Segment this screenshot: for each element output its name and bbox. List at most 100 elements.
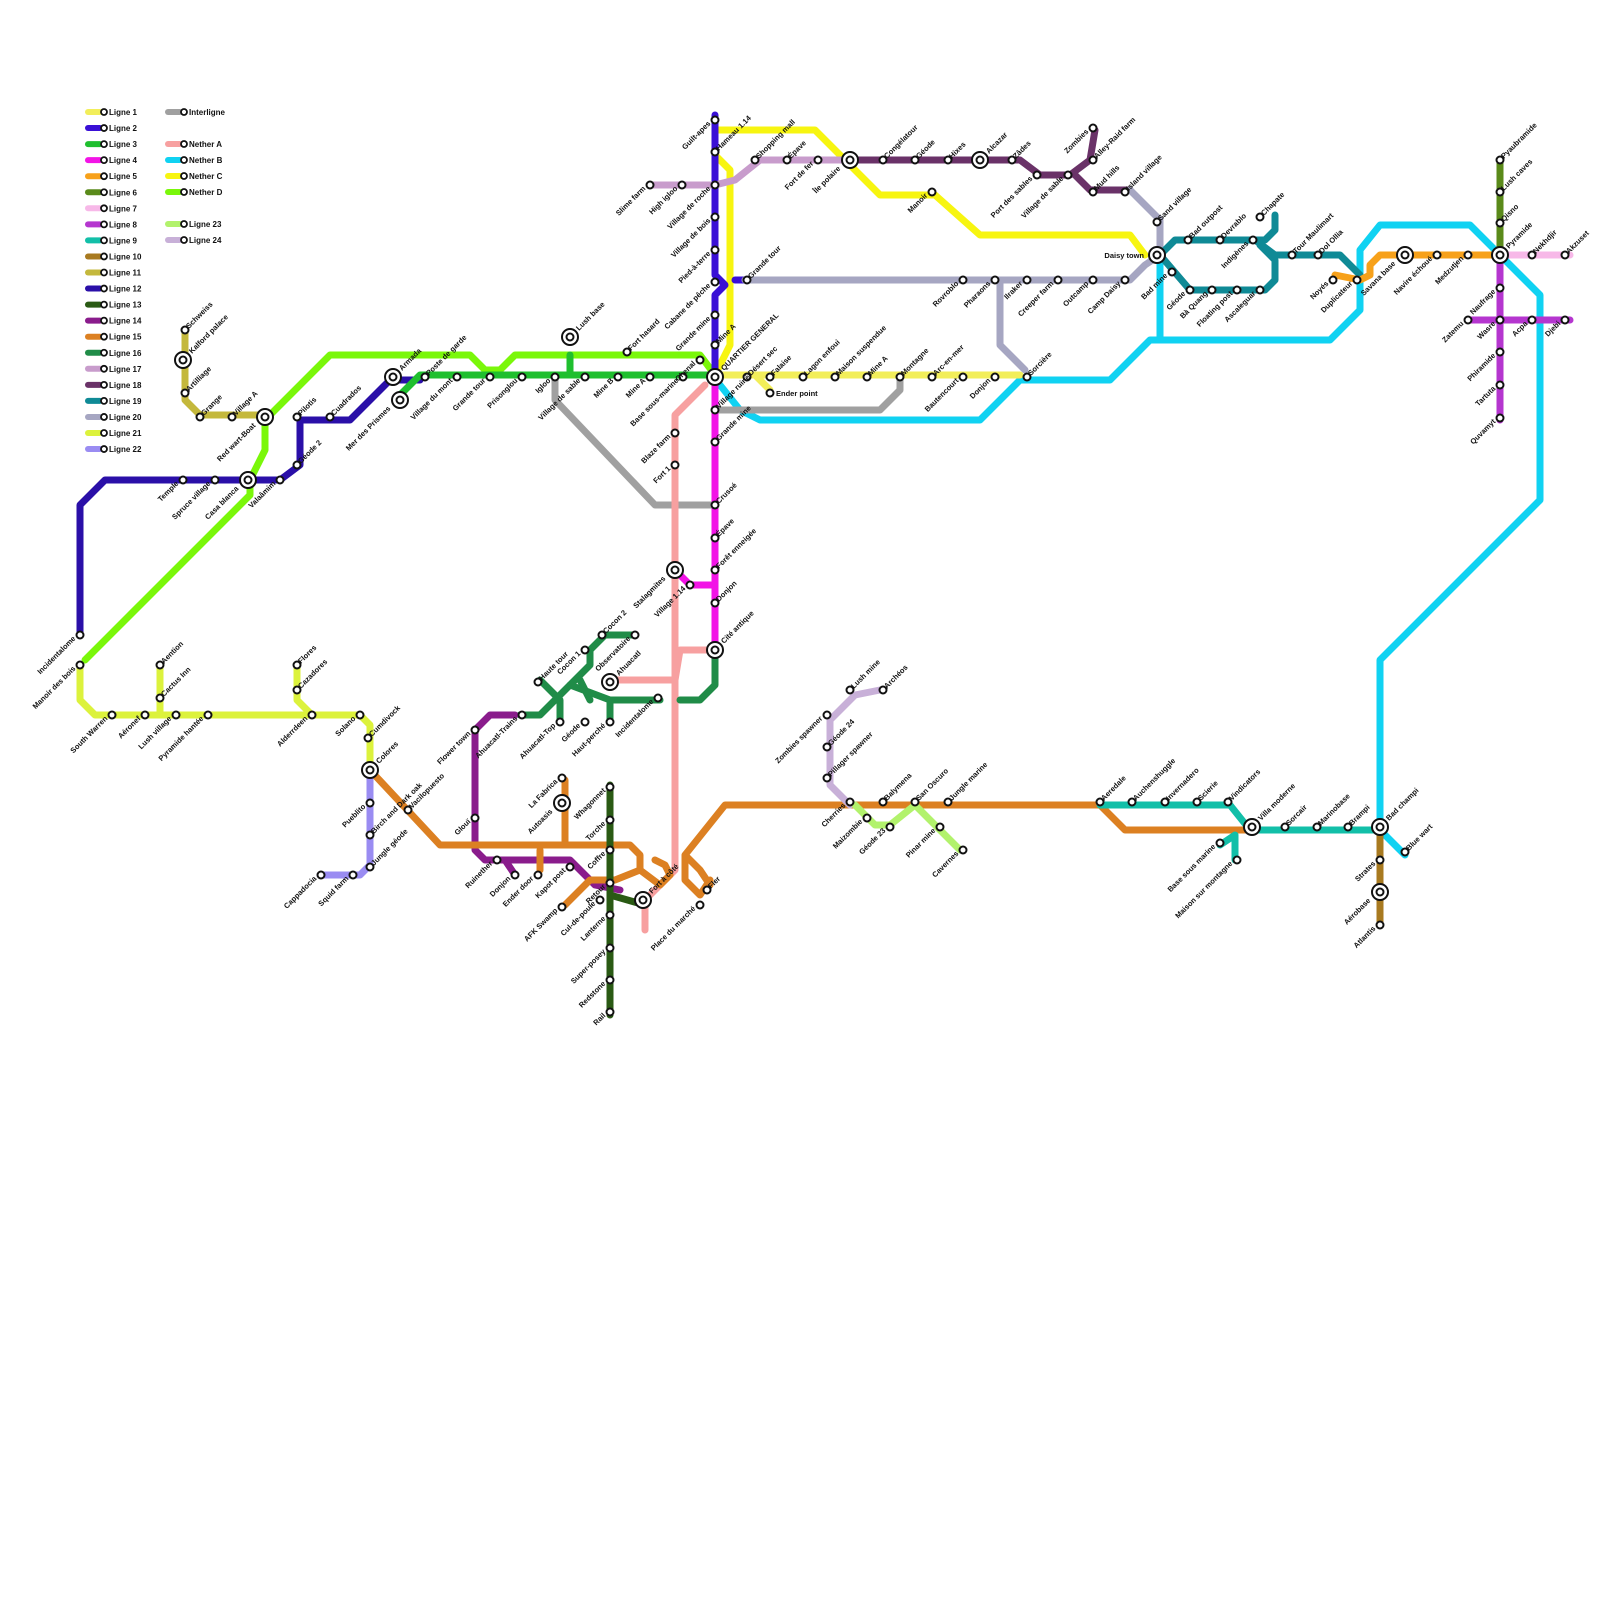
station-aeredale[interactable] [1095, 797, 1105, 807]
station-naufrage[interactable] [1495, 283, 1505, 293]
station-lanterne[interactable] [605, 910, 615, 920]
station-brampi[interactable] [1343, 822, 1353, 832]
station-geode24[interactable] [822, 742, 832, 752]
station-navire-echoue[interactable] [1432, 250, 1442, 260]
station-balymena[interactable] [878, 797, 888, 807]
station-pilotis[interactable] [292, 412, 302, 422]
station-cavernes[interactable] [958, 845, 968, 855]
station-lagon-enfoui[interactable] [798, 372, 808, 382]
station-torche[interactable] [605, 815, 615, 825]
station-cite-antique[interactable] [706, 641, 724, 659]
station-mine-a-e[interactable] [862, 372, 872, 382]
station-shopping-mall[interactable] [750, 155, 760, 165]
station-lush-village[interactable] [171, 710, 181, 720]
station-village-sable-e[interactable] [1063, 170, 1073, 180]
station-ahuacatl-top[interactable] [555, 717, 565, 727]
station-ruinether[interactable] [492, 855, 502, 865]
station-cuadrados[interactable] [325, 412, 335, 422]
station-falaise[interactable] [765, 372, 775, 382]
station-archeos[interactable] [878, 685, 888, 695]
station-montagne[interactable] [895, 372, 905, 382]
station-tartuta[interactable] [1495, 380, 1505, 390]
station-manoir-bois[interactable] [75, 660, 85, 670]
station-valaamim[interactable] [275, 475, 285, 485]
line-16-f[interactable] [676, 646, 719, 704]
station-creeper-farm[interactable] [1053, 275, 1063, 285]
station-pied-terre[interactable] [710, 245, 720, 255]
station-bautencourt[interactable] [958, 372, 968, 382]
station-maison-montagne[interactable] [1232, 855, 1242, 865]
station-pyramide[interactable] [1491, 246, 1509, 264]
station-village-ruine[interactable] [710, 405, 720, 415]
station-geode23[interactable] [885, 822, 895, 832]
line-22[interactable] [316, 766, 374, 879]
station-autoasis[interactable] [553, 794, 571, 812]
station-village-a[interactable] [227, 412, 237, 422]
station-la-fabrica[interactable] [557, 773, 567, 783]
station-red-wart[interactable] [256, 408, 274, 426]
station-pharaons[interactable] [990, 275, 1000, 285]
station-geode-c[interactable] [580, 717, 590, 727]
station-geode-n[interactable] [910, 155, 920, 165]
station-temple[interactable] [178, 475, 188, 485]
station-jungle-marine[interactable] [943, 797, 953, 807]
line-19-b[interactable] [1156, 241, 1279, 294]
line-21[interactable] [76, 661, 374, 774]
station-sorcair[interactable] [1280, 822, 1290, 832]
station-squid-farm[interactable] [348, 870, 358, 880]
station-fort-cote[interactable] [634, 891, 652, 909]
station-maizombie[interactable] [862, 813, 872, 823]
station-ender-point[interactable] [765, 388, 775, 398]
station-tour-maulimart[interactable] [1287, 250, 1297, 260]
station-base-sous-marine-e[interactable] [1215, 838, 1225, 848]
station-ahuacatl-trains[interactable] [517, 710, 527, 720]
station-flower-town[interactable] [470, 725, 480, 735]
station-casa-blanca[interactable] [239, 471, 257, 489]
station-outcamp[interactable] [1088, 275, 1098, 285]
station-cactus-inn[interactable] [155, 693, 165, 703]
station-ender-door[interactable] [533, 870, 543, 880]
station-aerobase[interactable] [1371, 883, 1389, 901]
station-fort1[interactable] [670, 460, 680, 470]
station-crusoe[interactable] [710, 500, 720, 510]
station-pueblito[interactable] [365, 798, 375, 808]
station-schweiss[interactable] [180, 325, 190, 335]
station-arc-en-mer[interactable] [927, 372, 937, 382]
station-pyramide-hantee[interactable] [203, 710, 213, 720]
station-ilraker[interactable] [1022, 275, 1032, 285]
station-camp-daisy[interactable] [1120, 275, 1130, 285]
station-invernadero[interactable] [1160, 797, 1170, 807]
station-artilliage[interactable] [180, 388, 190, 398]
station-aeronef[interactable] [140, 710, 150, 720]
station-grange[interactable] [195, 412, 205, 422]
line-20-b[interactable] [996, 276, 1029, 374]
station-super-posey[interactable] [605, 943, 615, 953]
station-blue-wart[interactable] [1400, 847, 1410, 857]
line-nether-a-2[interactable] [606, 646, 719, 684]
station-duplicateur[interactable] [1352, 275, 1362, 285]
station-villa-moderne[interactable] [1243, 818, 1261, 836]
station-zombies[interactable] [1088, 123, 1098, 133]
station-ascaleguar[interactable] [1255, 285, 1265, 295]
station-cul-de-poule[interactable] [595, 895, 605, 905]
station-donjon-e[interactable] [990, 372, 1000, 382]
station-geode-e[interactable] [1185, 285, 1195, 295]
station-grande-mine-s[interactable] [710, 437, 720, 447]
line-1-b[interactable] [751, 371, 774, 394]
station-afk-swamp[interactable] [557, 902, 567, 912]
station-djebi[interactable] [1560, 315, 1570, 325]
station-cherries[interactable] [845, 797, 855, 807]
station-cumdivock[interactable] [363, 733, 373, 743]
station-haut-perche[interactable] [605, 717, 615, 727]
station-prisonglou[interactable] [517, 372, 527, 382]
station-phiramide[interactable] [1495, 347, 1505, 357]
line-17[interactable] [646, 156, 859, 189]
station-haute-tour[interactable] [533, 677, 543, 687]
station-lush-base[interactable] [561, 328, 579, 346]
station-port-sables[interactable] [1032, 170, 1042, 180]
station-mine-a-s[interactable] [710, 340, 720, 350]
station-observatoire[interactable] [630, 630, 640, 640]
line-15-c[interactable] [561, 866, 644, 909]
station-cabane-peche[interactable] [710, 277, 720, 287]
station-indigenes[interactable] [1248, 235, 1258, 245]
